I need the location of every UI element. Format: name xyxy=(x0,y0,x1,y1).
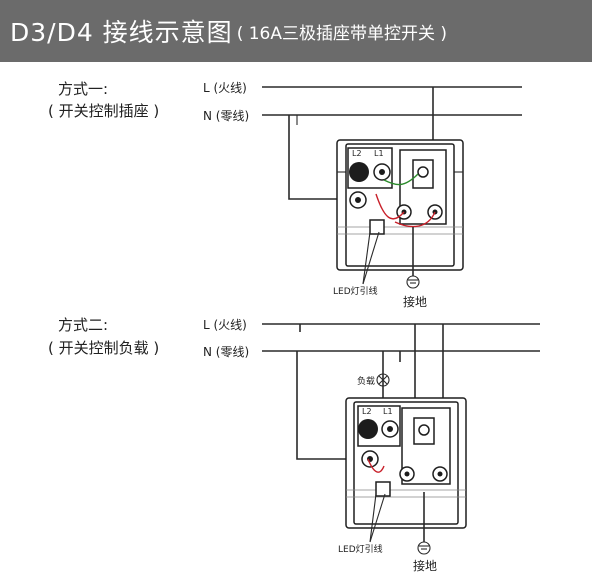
method1-earth-screw xyxy=(417,166,429,178)
method2-ground-icon xyxy=(417,541,431,555)
method2-ground-label: 接地 xyxy=(413,558,437,573)
method1-led-label: LED灯引线 xyxy=(333,285,378,297)
method2-earth-screw xyxy=(418,424,430,436)
method2-title: 方式二: xyxy=(58,316,108,334)
method2-wire-l-label: L (火线) xyxy=(203,318,247,332)
method2-led-clip xyxy=(375,481,391,497)
method1-terminal-l1-screw xyxy=(379,169,385,175)
method2-neutral-drop xyxy=(296,351,368,460)
method2-socket: L2 L1 xyxy=(345,397,467,529)
method2-led-lead xyxy=(369,493,377,543)
method1-wire-n-label: N (零线) xyxy=(203,109,249,123)
method1-term-l2: L2 xyxy=(352,149,362,158)
method2-led-label: LED灯引线 xyxy=(338,543,383,555)
lamp-icon-cross xyxy=(378,375,388,385)
diagram-title: D3/D4 接线示意图 xyxy=(10,18,233,47)
method1-ground-label: 接地 xyxy=(403,294,427,309)
wiring-diagram: 方式一: ( 开关控制插座 ) L (火线) N (零线) L2 L1 xyxy=(48,80,540,573)
method1-desc: ( 开关控制插座 ) xyxy=(48,102,159,120)
method1-bridge-wire-red xyxy=(394,211,436,228)
header-banner: D3/D4 接线示意图 ( 16A三极插座带单控开关 ) xyxy=(0,0,592,62)
method1-led-lead xyxy=(362,231,371,285)
method2-section: 方式二: ( 开关控制负载 ) L (火线) N (零线) 负载 L2 L1 xyxy=(48,316,540,573)
method1-led-wire-red xyxy=(375,193,405,220)
diagram-subtitle: ( 16A三极插座带单控开关 ) xyxy=(236,23,448,44)
method2-terminal-l2 xyxy=(358,419,378,439)
method1-led-lead xyxy=(362,231,380,285)
method2-term-l2: L2 xyxy=(362,407,372,416)
method1-socket: L2 L1 xyxy=(336,139,464,271)
method2-desc: ( 开关控制负载 ) xyxy=(48,339,159,357)
method2-wire-n-label: N (零线) xyxy=(203,345,249,359)
method2-term-l1: L1 xyxy=(383,407,393,416)
method2-led-lead xyxy=(369,493,386,543)
method2-led-wire-red xyxy=(367,458,385,473)
method1-ground-wire-green xyxy=(383,173,419,186)
method1-term-l1: L1 xyxy=(374,149,384,158)
method1-section: 方式一: ( 开关控制插座 ) L (火线) N (零线) L2 L1 xyxy=(48,80,522,309)
method2-neutral-screw xyxy=(367,456,373,462)
load-label: 负载 xyxy=(357,375,375,387)
method1-terminal-l2 xyxy=(349,162,369,182)
method1-neutral-drop xyxy=(288,115,357,200)
method1-wire-l-label: L (火线) xyxy=(203,81,247,95)
method2-socket-terminal-right-screw xyxy=(437,471,443,477)
method1-ground-icon xyxy=(406,275,420,289)
method1-title: 方式一: xyxy=(58,80,108,98)
method2-terminal-l1-screw xyxy=(387,426,393,432)
method1-neutral-screw xyxy=(355,197,361,203)
method1-led-clip xyxy=(369,219,385,235)
lamp-icon xyxy=(376,373,390,387)
method2-socket-terminal-left-screw xyxy=(404,471,410,477)
